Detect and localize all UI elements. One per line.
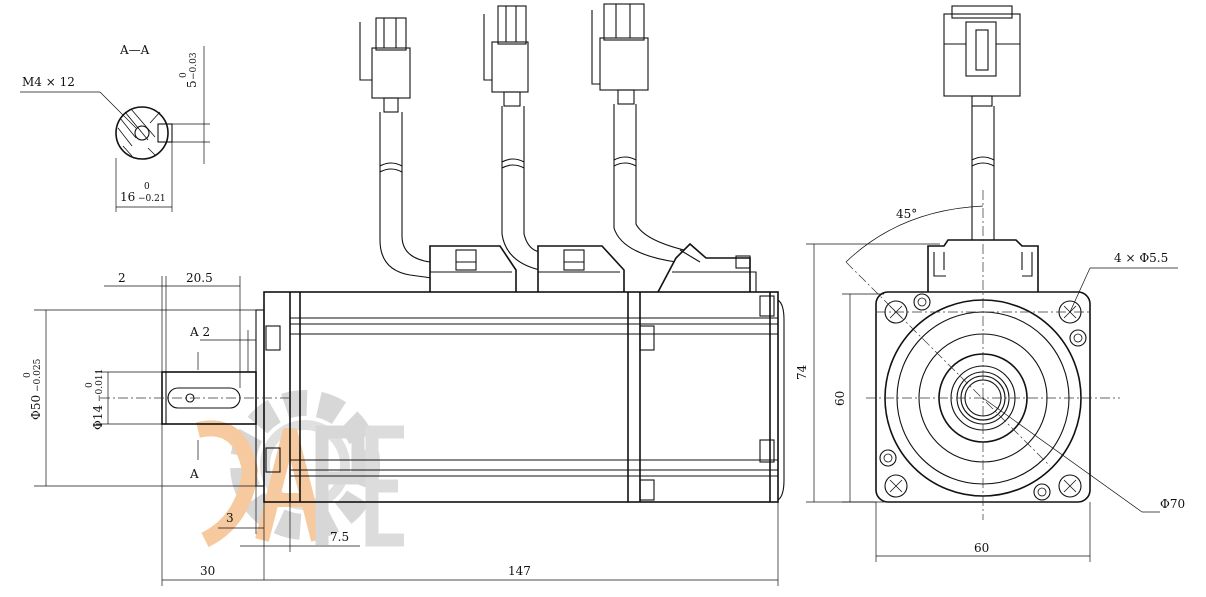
dim-74-label: 74: [795, 364, 809, 380]
dim-3-label: 3: [226, 511, 234, 525]
section-a-a: A—A M4 × 12 5 0 −0.03 16 0 −0.21: [20, 43, 210, 212]
watermark-letter-e-gray: [365, 425, 404, 547]
dia-50-tol-top: 0: [23, 372, 33, 378]
key-section: [157, 123, 173, 143]
section-title: A—A: [119, 43, 150, 57]
angle-label: 45°: [896, 207, 917, 221]
section-mark-bottom: A: [189, 467, 199, 481]
screw-bosses: [879, 293, 1087, 501]
dia-70-label: Φ70: [1160, 497, 1185, 511]
shaft-cut-tol-bottom: −0.21: [138, 194, 166, 204]
shaft: [100, 371, 290, 425]
key-width-tol-top: 0: [179, 72, 189, 78]
dim-147-label: 147: [508, 564, 531, 578]
key-width-tol-bottom: −0.03: [189, 52, 199, 80]
shaft-section-hole: [134, 125, 150, 141]
key-width-value: 5: [185, 80, 199, 88]
shaft-section-circle: [115, 106, 169, 160]
motor-body: [255, 291, 785, 503]
dia-14-tol-top: 0: [85, 382, 95, 388]
cable-3: [591, 3, 685, 263]
dim-a2-label: A 2: [189, 325, 210, 339]
front-view: Φ70 45° 4 × Φ5.5 74 60 60: [795, 5, 1185, 562]
holes-label: 4 × Φ5.5: [1114, 251, 1168, 265]
side-dimensions: 2 20.5 A 2 A Φ50 0 −0.025 Φ14: [23, 271, 779, 586]
dia-50-label: Φ50: [29, 395, 43, 420]
top-connector-housings: [429, 242, 757, 293]
dim-20-5-label: 20.5: [186, 271, 213, 285]
dim-60-v-label: 60: [833, 391, 847, 406]
dia-50-tol-bottom: −0.025: [33, 358, 43, 392]
watermark-letter-e-orange: [196, 420, 259, 548]
screw-label: M4 × 12: [22, 75, 75, 89]
dia-14-label: Φ14: [91, 405, 105, 430]
connector-cables: [359, 3, 685, 279]
cable-2: [483, 5, 541, 271]
dim-30-label: 30: [200, 564, 215, 578]
section-hatch: [117, 108, 161, 157]
dim-2-label: 2: [118, 271, 126, 285]
dim-7-5-label: 7.5: [330, 530, 349, 544]
side-view: 2 20.5 A 2 A Φ50 0 −0.025 Φ14: [23, 3, 785, 586]
dia-14-tol-bottom: −0.011: [95, 369, 105, 402]
cable-1: [359, 17, 433, 279]
shaft-cut-tol-top: 0: [144, 182, 150, 192]
shaft-cut-value: 16: [120, 190, 135, 204]
front-cable: [943, 5, 1021, 279]
dim-60-h-label: 60: [974, 541, 989, 555]
